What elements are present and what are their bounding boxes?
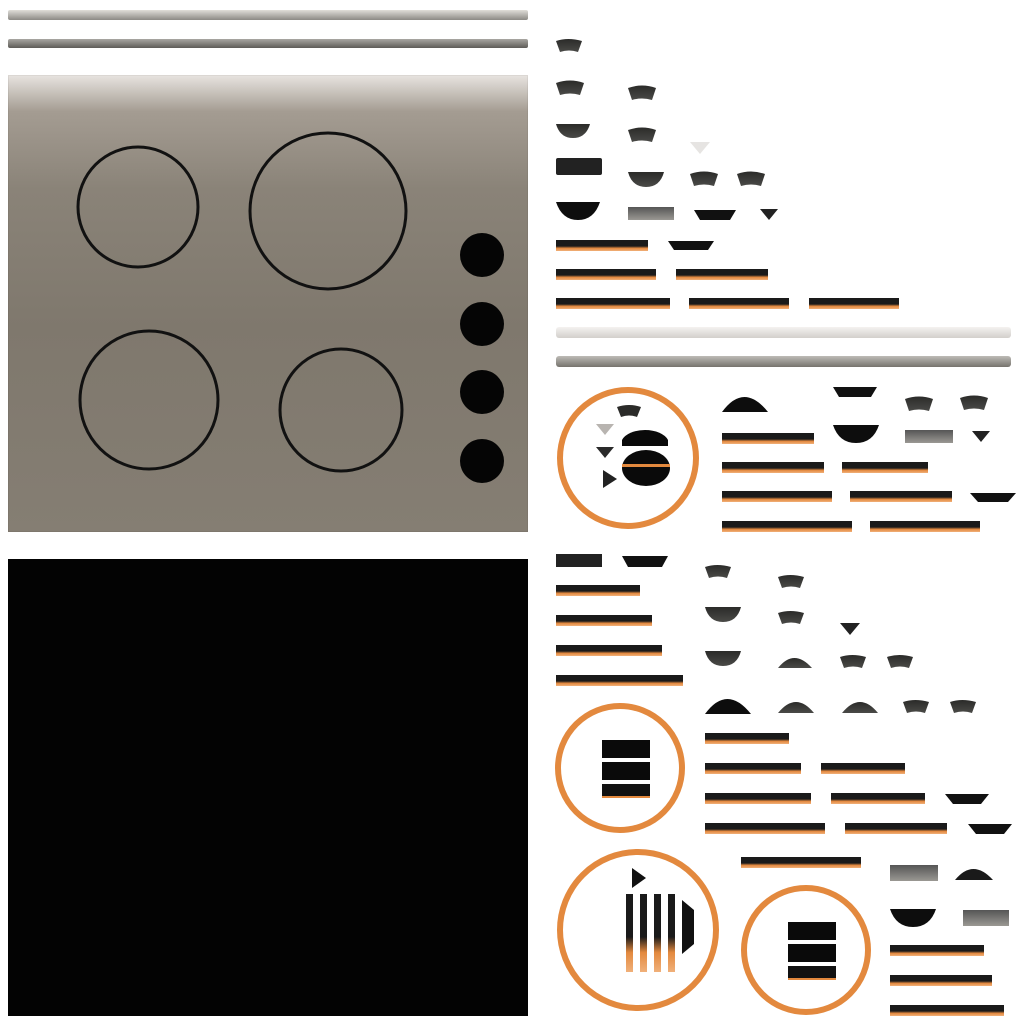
- arrow-down-icon: [690, 142, 710, 154]
- half-dome-part: [955, 869, 993, 880]
- arrow-down-icon: [840, 623, 860, 635]
- arrow-down-icon: [760, 209, 778, 220]
- knob-cap-part: [905, 396, 933, 411]
- control-knob-2: [460, 302, 504, 346]
- orange-edge-strips-2: [722, 433, 980, 532]
- knob-cap-part: [628, 172, 664, 187]
- knob-cap-part: [833, 387, 877, 397]
- knob-cap-part: [556, 80, 584, 95]
- knob-cap-part: [628, 127, 656, 142]
- dark-block-part: [890, 865, 938, 881]
- control-knob-3: [460, 370, 504, 414]
- half-dome-part: [722, 397, 768, 412]
- metal-bar-dark: [556, 356, 1011, 367]
- dark-block-part: [556, 158, 602, 175]
- dark-block-part: [963, 910, 1009, 926]
- black-panel-texture: [8, 559, 528, 1016]
- orange-edge-strips-3: [556, 585, 683, 686]
- dark-block-part: [556, 554, 602, 567]
- knob-cap-part: [694, 210, 736, 220]
- metal-trim-strip-top: [8, 10, 528, 20]
- half-dome-part: [890, 909, 936, 927]
- knob-cap-parts-group-3: [705, 565, 976, 713]
- orange-edge-strips-5: [890, 945, 1004, 1016]
- knob-cap-part: [668, 241, 714, 250]
- half-dome-part: [556, 202, 600, 220]
- control-knob-1: [460, 233, 504, 277]
- knob-cap-part: [622, 556, 668, 567]
- dark-block-part: [905, 430, 953, 443]
- burner-ring-back-left: [78, 329, 220, 471]
- dark-block-part: [628, 207, 674, 220]
- knob-cap-part: [737, 171, 765, 186]
- arrow-down-icon: [972, 431, 990, 442]
- knob-cap-part: [945, 794, 989, 804]
- arrow-down-icon: [596, 447, 614, 458]
- half-dome-part: [705, 699, 751, 714]
- knob-cap-part: [960, 395, 988, 410]
- arrow-right-icon: [603, 470, 617, 488]
- orange-edge-strips-4: [705, 733, 947, 868]
- half-dome-part: [833, 425, 879, 443]
- hob-surface-panel: [8, 75, 528, 532]
- dial-ring-group-1: [557, 387, 699, 529]
- knob-cap-part: [556, 39, 582, 52]
- knob-cap-part: [628, 85, 656, 100]
- control-knob-4: [460, 439, 504, 483]
- knob-cap-part: [556, 124, 590, 138]
- metal-trim-strip-second: [8, 39, 528, 48]
- knob-cap-part: [970, 493, 1016, 502]
- arrow-down-icon: [596, 424, 614, 435]
- metal-bar-light: [556, 327, 1011, 338]
- dial-ring-group-2: [555, 703, 685, 833]
- dial-ring-group-3: [557, 849, 719, 1011]
- arrow-right-icon: [632, 868, 646, 888]
- burner-ring-front-right: [248, 131, 408, 291]
- hob-surface-drawing: [76, 131, 504, 483]
- orange-edge-strips-1: [556, 240, 899, 309]
- burner-ring-front-left: [76, 145, 200, 269]
- dial-ring-group-4: [741, 885, 871, 1015]
- knob-cap-parts-group-1: [556, 39, 765, 187]
- burner-ring-back-right: [278, 347, 404, 473]
- knob-cap-part: [690, 171, 718, 186]
- knob-cap-part: [968, 824, 1012, 834]
